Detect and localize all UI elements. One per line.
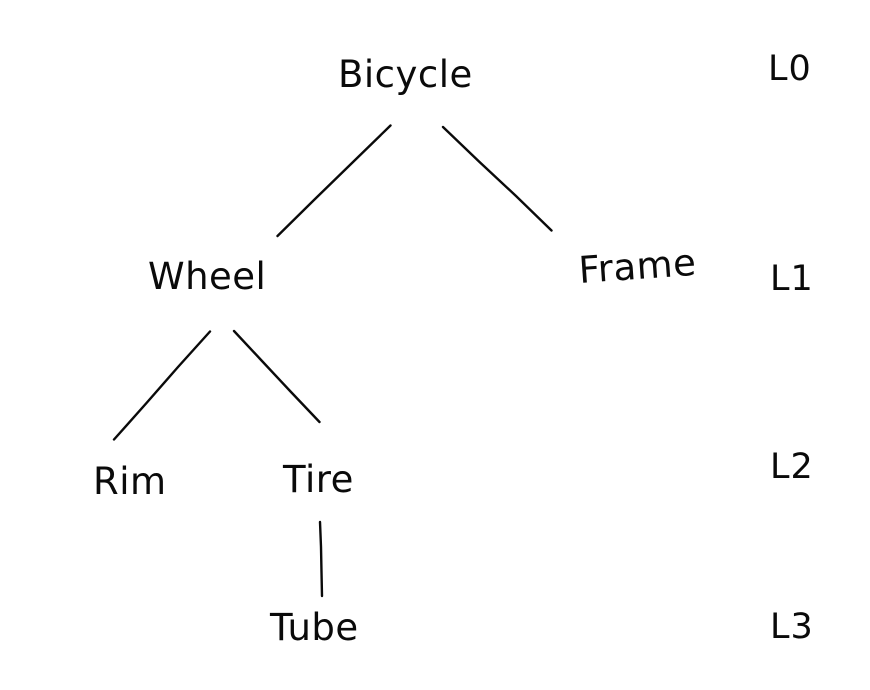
edge-bicycle-frame — [441, 125, 553, 232]
node-wheel[interactable]: Wheel — [148, 255, 267, 298]
edge-tire-tube — [318, 520, 324, 598]
node-tire[interactable]: Tire — [283, 458, 354, 501]
level-label-l1: L1 — [770, 259, 814, 299]
node-bicycle[interactable]: Bicycle — [338, 53, 473, 96]
node-rim[interactable]: Rim — [93, 460, 167, 503]
level-label-l2: L2 — [770, 447, 814, 487]
edge-wheel-rim — [112, 330, 212, 441]
edge-wheel-tire — [232, 329, 321, 424]
level-label-l3: L3 — [770, 607, 814, 647]
node-tube[interactable]: Tube — [270, 606, 359, 649]
node-frame[interactable]: Frame — [577, 240, 698, 292]
edge-bicycle-wheel — [276, 124, 392, 238]
level-label-l0: L0 — [768, 49, 812, 89]
